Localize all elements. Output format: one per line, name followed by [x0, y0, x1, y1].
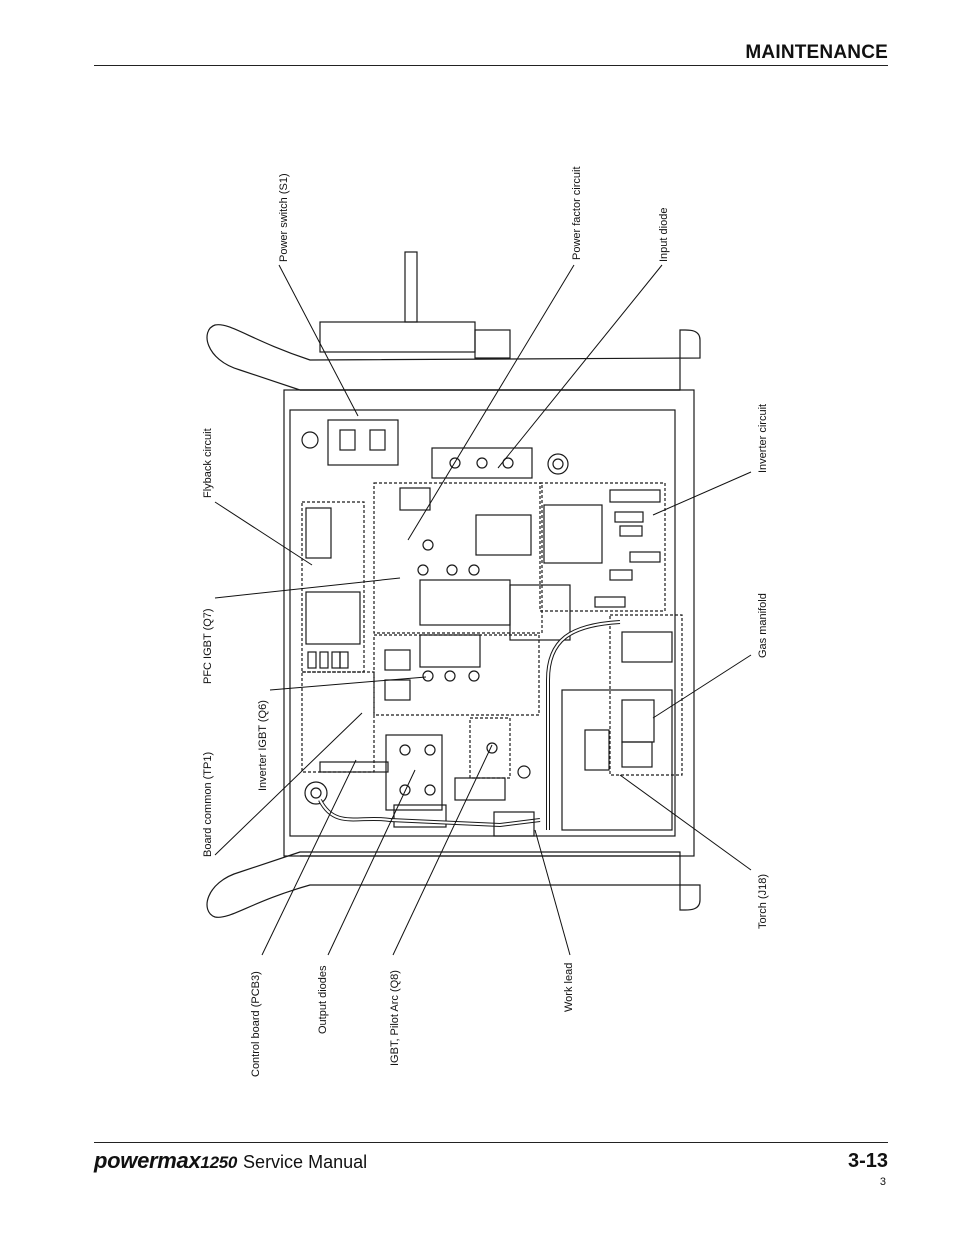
flyback-board: [301, 501, 365, 673]
power-switch-block: [327, 419, 399, 466]
label-input-diode: Input diode: [658, 208, 670, 262]
top-handle: [206, 324, 701, 391]
brand-logo: powermax1250: [94, 1148, 238, 1173]
bottom-handle: [206, 851, 701, 918]
manual-title: Service Manual: [243, 1152, 368, 1172]
label-flyback: Flyback circuit: [202, 428, 214, 498]
inverter-igbt-board: [373, 634, 540, 716]
power-factor-board: [373, 482, 543, 634]
label-gas-manifold: Gas manifold: [757, 593, 769, 658]
control-board: [301, 671, 375, 773]
gas-manifold-region: [609, 614, 683, 776]
chassis-inner: [289, 409, 676, 837]
label-pfc-igbt: PFC IGBT (Q7): [202, 608, 214, 684]
sub-page-number: 3: [879, 1176, 886, 1188]
pilot-arc-igbt: [469, 717, 511, 779]
section-title: MAINTENANCE: [745, 42, 888, 63]
label-power-switch: Power switch (S1): [278, 173, 290, 262]
label-work-lead: Work lead: [563, 963, 575, 1012]
switch-housing: [319, 321, 476, 353]
gas-hose: [546, 620, 621, 830]
label-torch: Torch (J18): [757, 874, 769, 929]
label-inverter-circuit: Inverter circuit: [757, 404, 769, 473]
label-igbt-pilot: IGBT, Pilot Arc (Q8): [389, 970, 401, 1066]
label-control-board: Control board (PCB3): [250, 971, 262, 1077]
label-board-common: Board common (TP1): [202, 752, 214, 857]
inverter-board: [539, 482, 666, 612]
torch-connector: [584, 729, 610, 771]
header-rule: [94, 65, 888, 66]
pfc-heatsink: [431, 447, 533, 479]
label-output-diodes: Output diodes: [317, 965, 329, 1034]
switch-shaft: [404, 251, 418, 323]
footer-rule: [94, 1142, 888, 1143]
fan-connector: [547, 453, 569, 475]
chassis-outer: [283, 389, 695, 857]
page-number: 3-13: [847, 1150, 888, 1172]
label-inverter-igbt: Inverter IGBT (Q6): [257, 700, 269, 791]
output-diode-block: [385, 734, 443, 811]
label-power-factor: Power factor circuit: [571, 166, 583, 260]
switch-housing-2: [474, 329, 511, 359]
